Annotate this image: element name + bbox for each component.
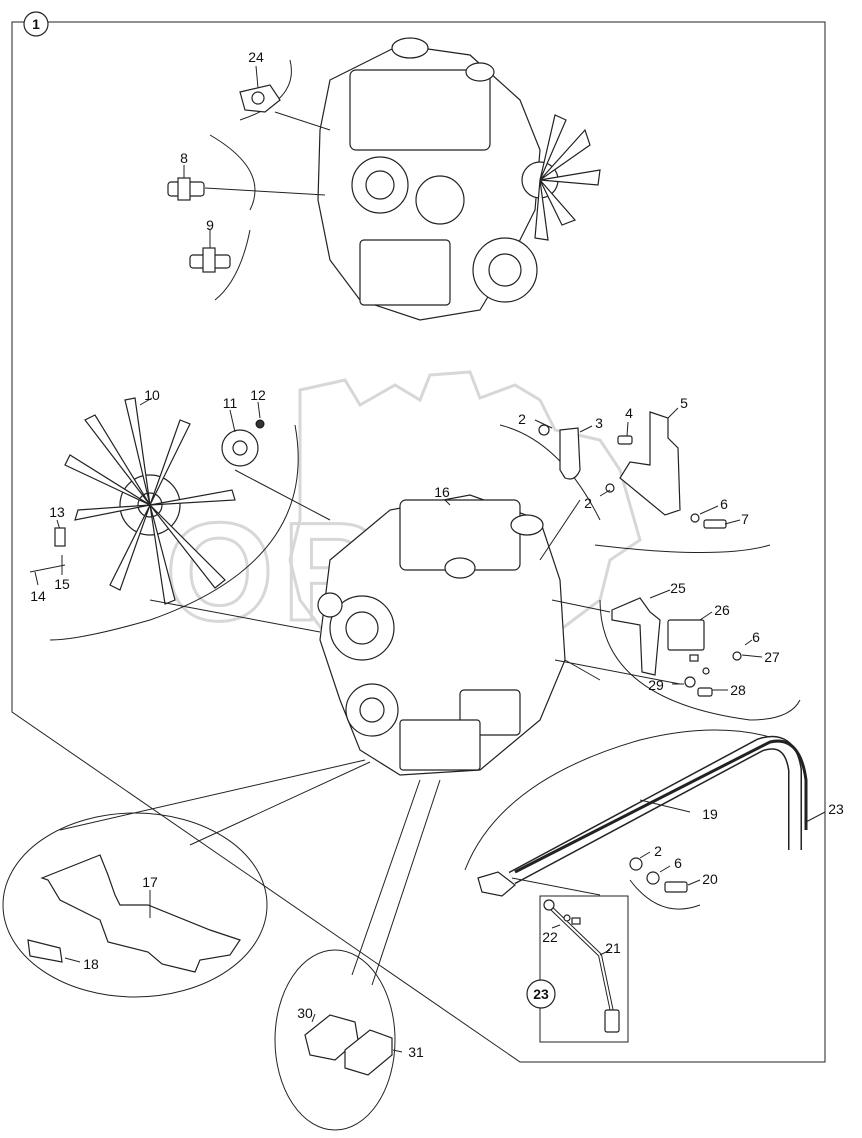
group-frame: 1 xyxy=(11,11,826,1063)
callout-7: 7 xyxy=(741,511,749,527)
callout-17: 17 xyxy=(142,874,158,890)
callout-30: 29 xyxy=(648,677,664,693)
part-8-sensor xyxy=(167,165,326,201)
leader-lines xyxy=(149,469,681,685)
callout-23-circle xyxy=(526,979,556,1009)
callout-31: 30 xyxy=(297,1005,313,1021)
callout-19: 19 xyxy=(702,806,718,822)
callout-6a: 6 xyxy=(720,496,728,512)
dipstick-box xyxy=(511,877,629,1043)
cover-plates-group xyxy=(274,779,441,1131)
callout-14: 14 xyxy=(30,588,46,604)
callout-13: 13 xyxy=(49,504,65,520)
callout-11: 11 xyxy=(223,395,238,411)
grouping-arcs xyxy=(49,59,801,910)
callout-8: 8 xyxy=(180,150,188,166)
engine-top-illustration xyxy=(317,37,601,321)
callout-4: 4 xyxy=(625,405,633,421)
hose-19-24 xyxy=(477,735,826,897)
callout-24: 23 xyxy=(828,801,844,817)
callout-labels: 24 8 9 10 11 12 13 14 15 16 2 3 4 5 2 6 … xyxy=(30,49,844,1060)
callout-26: 25 xyxy=(670,580,686,596)
engine-main-illustration xyxy=(317,494,566,776)
callout-16: 16 xyxy=(434,484,450,500)
callout-6c: 6 xyxy=(674,855,682,871)
callout-5: 5 xyxy=(680,395,688,411)
callout-18: 18 xyxy=(83,956,99,972)
part-25-gasket xyxy=(239,65,331,131)
callout-23: 23 xyxy=(533,986,549,1002)
callout-22: 22 xyxy=(542,929,558,945)
callout-2b: 2 xyxy=(584,495,592,511)
callout-21: 21 xyxy=(605,940,621,956)
callout-27: 26 xyxy=(714,602,730,618)
callout-2c: 2 xyxy=(654,843,662,859)
callout-6b: 6 xyxy=(752,629,760,645)
callout-12: 12 xyxy=(250,387,266,403)
callout-20: 20 xyxy=(702,871,718,887)
fasteners-2-6-20 xyxy=(629,851,701,893)
fan-assembly xyxy=(29,397,265,605)
group-label: 1 xyxy=(32,16,40,32)
callout-10: 10 xyxy=(144,387,160,403)
part-9-sensor xyxy=(189,230,231,273)
group-label-circle xyxy=(23,11,49,37)
callout-25: 24 xyxy=(248,49,264,65)
callout-29: 28 xyxy=(730,682,746,698)
callout-3: 3 xyxy=(595,415,603,431)
callout-2a: 2 xyxy=(518,411,526,427)
callout-9: 9 xyxy=(206,217,214,233)
fan-top xyxy=(521,114,601,241)
bracket-parts-2-7 xyxy=(534,407,741,529)
relay-parts-26-30 xyxy=(564,589,763,697)
callout-28: 27 xyxy=(764,649,780,665)
callout-32: 31 xyxy=(408,1044,424,1060)
callout-15: 15 xyxy=(54,576,70,592)
skid-plate-group xyxy=(2,759,371,998)
